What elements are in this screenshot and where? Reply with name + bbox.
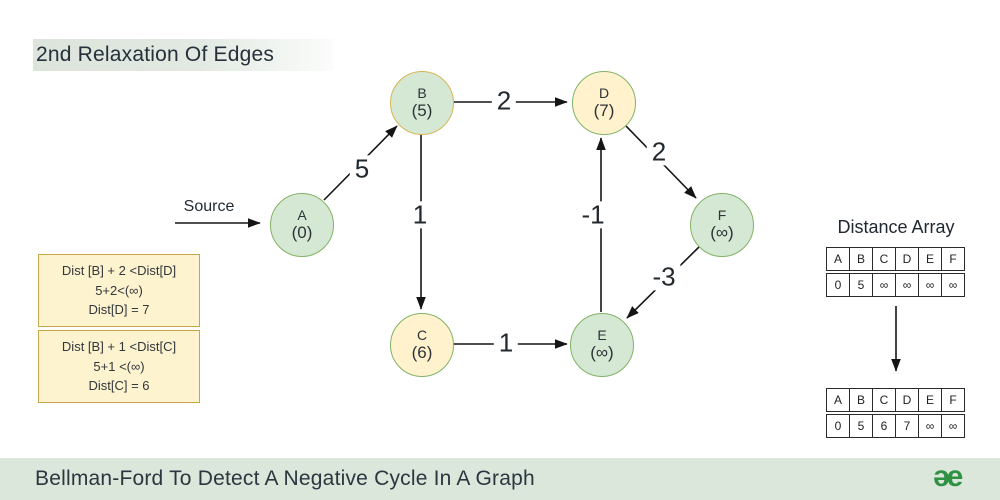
node-b: B (5) (390, 71, 454, 135)
value-cell: ∞ (942, 414, 965, 438)
value-cell: ∞ (919, 273, 942, 297)
calc-line: Dist [B] + 1 <Dist[C] (61, 339, 177, 355)
value-cell: 5 (850, 273, 873, 297)
value-cell: 0 (826, 414, 850, 438)
distance-array-title: Distance Array (837, 217, 955, 237)
value-cell: 5 (850, 414, 873, 438)
value-cell: ∞ (873, 273, 896, 297)
header-cell: F (942, 247, 965, 271)
calc-line: Dist[D] = 7 (88, 302, 150, 318)
calc-box-dist-d: Dist [B] + 2 <Dist[D] 5+2<(∞) Dist[D] = … (38, 254, 200, 327)
edge-weight-b-c: 1 (407, 201, 433, 229)
geeksforgeeks-logo-icon: əe (933, 460, 963, 493)
footer-caption: Bellman-Ford To Detect A Negative Cycle … (35, 467, 535, 490)
calc-line: 5+2<(∞) (95, 282, 143, 298)
node-c-label: C (416, 327, 428, 343)
calc-line: Dist[C] = 6 (88, 378, 150, 394)
source-label: Source (183, 198, 235, 215)
edge-weight-a-b: 5 (349, 155, 375, 183)
edge-weight-b-d: 2 (491, 87, 517, 115)
header-cell: C (873, 247, 896, 271)
footer-bar: Bellman-Ford To Detect A Negative Cycle … (0, 458, 1000, 500)
node-f-label: F (717, 207, 727, 223)
value-cell: ∞ (896, 273, 919, 297)
node-f: F (∞) (690, 193, 754, 257)
value-cell: 6 (873, 414, 896, 438)
value-cell: ∞ (919, 414, 942, 438)
node-d: D (7) (572, 71, 636, 135)
distance-table-value-row: 0 5 ∞ ∞ ∞ ∞ (826, 273, 965, 297)
header-cell: C (873, 388, 896, 412)
calc-line: Dist [B] + 2 <Dist[D] (61, 263, 177, 279)
edge-weight-d-f: 2 (646, 138, 672, 166)
distance-table-after: A B C D E F 0 5 6 7 ∞ ∞ (826, 388, 965, 438)
header-cell: A (826, 247, 850, 271)
distance-table-header-row: A B C D E F (826, 388, 965, 412)
header-cell: B (850, 388, 873, 412)
distance-table-header-row: A B C D E F (826, 247, 965, 271)
header-cell: E (919, 247, 942, 271)
node-b-label: B (417, 85, 427, 101)
node-c-value: (6) (411, 343, 433, 362)
node-d-value: (7) (593, 101, 615, 120)
edge-weight-c-e: 1 (493, 329, 519, 357)
distance-table-before: A B C D E F 0 5 ∞ ∞ ∞ ∞ (826, 247, 965, 297)
node-b-value: (5) (411, 101, 433, 120)
header-cell: D (896, 388, 919, 412)
node-e-label: E (597, 327, 607, 343)
value-cell: 0 (826, 273, 850, 297)
node-a-value: (0) (291, 223, 313, 242)
node-a-label: A (297, 207, 307, 223)
node-f-value: (∞) (710, 223, 734, 242)
calc-line: 5+1 <(∞) (93, 358, 145, 374)
node-e-value: (∞) (590, 343, 614, 362)
calc-box-dist-c: Dist [B] + 1 <Dist[C] 5+1 <(∞) Dist[C] =… (38, 330, 200, 403)
edge-weight-e-d: -1 (576, 201, 610, 229)
header-cell: F (942, 388, 965, 412)
value-cell: ∞ (942, 273, 965, 297)
node-d-label: D (598, 85, 610, 101)
header-cell: A (826, 388, 850, 412)
edge-weight-f-e: -3 (647, 263, 681, 291)
page-title: 2nd Relaxation Of Edges (33, 39, 333, 71)
header-cell: E (919, 388, 942, 412)
node-a: A (0) (270, 193, 334, 257)
distance-table-value-row: 0 5 6 7 ∞ ∞ (826, 414, 965, 438)
node-e: E (∞) (570, 313, 634, 377)
value-cell: 7 (896, 414, 919, 438)
header-cell: D (896, 247, 919, 271)
header-cell: B (850, 247, 873, 271)
node-c: C (6) (390, 313, 454, 377)
